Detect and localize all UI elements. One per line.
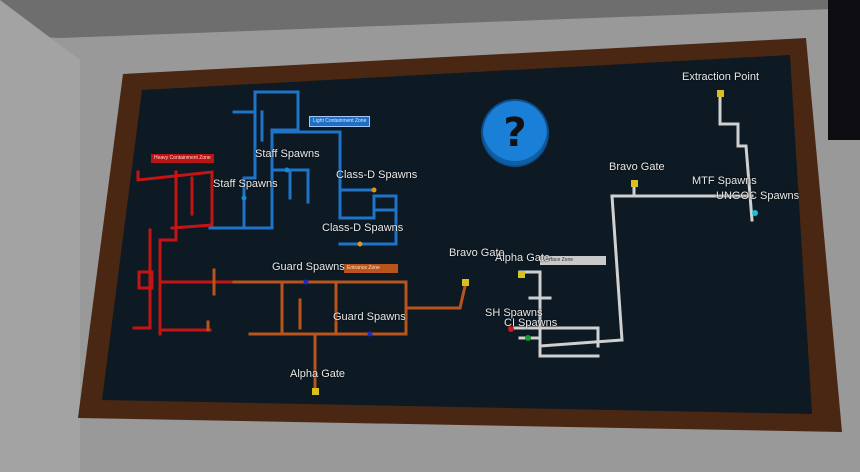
surface-zone-tag: Surface Zone [540, 256, 606, 265]
light-containment-map [208, 90, 398, 246]
ungoc-spawn-marker [752, 210, 758, 216]
classd-spawns-label-2: Class-D Spawns [322, 222, 404, 234]
help-glyph: ? [503, 110, 527, 156]
guard-spawn-marker-2 [367, 331, 373, 337]
board-surface [102, 55, 812, 414]
bravo-gate-label: Bravo Gate [449, 247, 505, 259]
alpha-gate-surface-label: Alpha Gate [495, 252, 551, 264]
help-icon[interactable]: ? [483, 101, 547, 165]
bravo-gate-surface-label: Bravo Gate [609, 161, 665, 173]
mtf-spawns-label: MTF Spawns [692, 175, 757, 187]
guard-spawn-marker-1 [303, 279, 309, 285]
staff-spawns-label-1: Staff Spawns [255, 148, 320, 160]
guard-spawns-label-1: Guard Spawns [272, 261, 345, 273]
staff-spawns-label-2: Staff Spawns [213, 178, 278, 190]
heavy-zone-tag: Heavy Containment Zone [151, 154, 214, 163]
sh-spawns-label: SH Spawns [485, 307, 543, 319]
ci-spawns-label: CI Spawns [504, 317, 558, 329]
alpha-gate-marker [312, 388, 319, 395]
staff-spawn-marker-1 [284, 167, 290, 173]
entrance-zone-tag: Entrance Zone [344, 264, 398, 273]
surface-zone-map [508, 92, 754, 358]
light-zone-tag: Light Containment Zone [309, 116, 371, 127]
classd-spawn-marker-2 [357, 241, 363, 247]
heavy-containment-map [132, 170, 236, 336]
staff-spawn-marker-2 [241, 195, 247, 201]
extraction-point-label: Extraction Point [682, 71, 760, 83]
ceiling [0, 0, 860, 38]
alpha-gate-label: Alpha Gate [290, 368, 346, 380]
ci-spawn-marker [525, 335, 531, 341]
ungoc-spawns-label: UNGOC Spawns [716, 190, 800, 202]
guard-spawns-label-2: Guard Spawns [333, 311, 406, 323]
dark-pillar [828, 0, 860, 140]
extraction-point-marker [717, 90, 724, 97]
wall-corner [0, 0, 80, 472]
alpha-gate-surface-marker [518, 271, 525, 278]
classd-spawn-marker-1 [371, 187, 377, 193]
bravo-gate-marker [462, 279, 469, 286]
markers [241, 90, 758, 395]
bravo-gate-surface-marker [631, 180, 638, 187]
classd-spawns-label-1: Class-D Spawns [336, 169, 418, 181]
sh-spawn-marker [508, 326, 514, 332]
entrance-zone-map [206, 268, 468, 394]
